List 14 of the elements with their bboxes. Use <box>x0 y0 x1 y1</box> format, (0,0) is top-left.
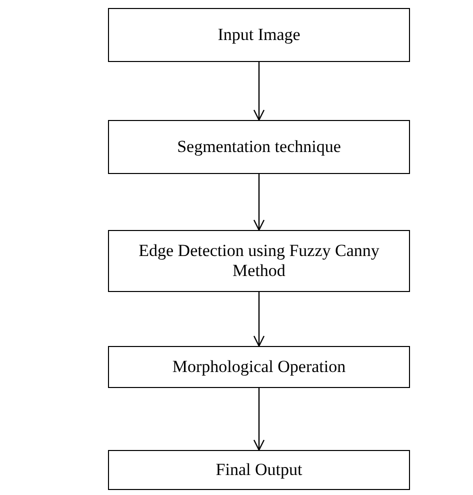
box-label: Edge Detection using Fuzzy Canny Method <box>138 240 380 282</box>
arrow <box>253 388 265 451</box>
arrow <box>253 62 265 121</box>
process-box <box>108 346 410 388</box>
box-label: Final Output <box>216 460 302 480</box>
process-box <box>108 450 410 490</box>
arrow <box>253 174 265 231</box>
box-label: Morphological Operation <box>172 356 346 378</box>
box-label: Input Image <box>218 24 300 46</box>
process-box <box>108 230 410 292</box>
process-box <box>108 120 410 174</box>
arrow <box>253 292 265 347</box>
box-label: Segmentation technique <box>177 136 341 158</box>
process-box <box>108 8 410 62</box>
